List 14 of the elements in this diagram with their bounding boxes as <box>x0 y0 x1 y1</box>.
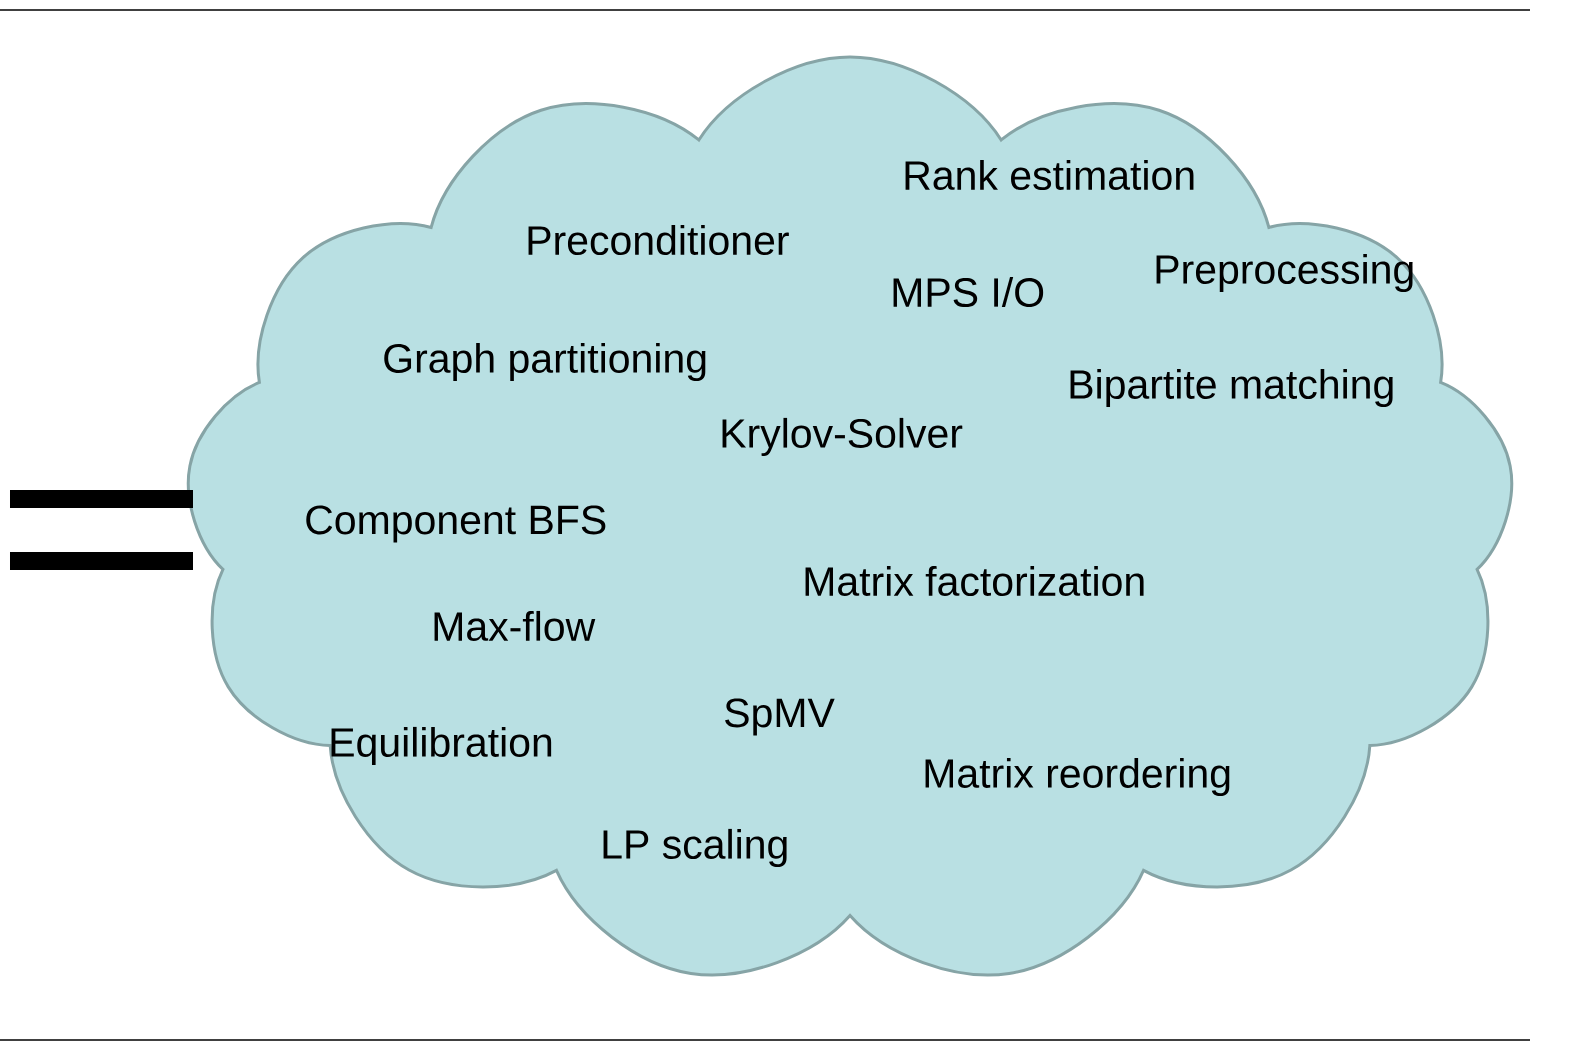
term-label: Krylov-Solver <box>722 417 963 457</box>
term-label: LP scaling <box>603 828 787 868</box>
term-label: Matrix reordering <box>925 757 1230 797</box>
term-label: Equilibration <box>331 726 552 766</box>
term-label: Graph partitioning <box>384 342 706 382</box>
term-label: Bipartite matching <box>1070 368 1393 408</box>
term-label: Matrix factorization <box>805 565 1144 597</box>
term-label: SpMV <box>725 698 835 736</box>
term-label: Component BFS <box>306 505 606 543</box>
term-label: MPS I/O <box>893 276 1044 308</box>
term-label: Preconditioner <box>528 224 789 256</box>
term-label: Max-flow <box>434 610 596 642</box>
term-label: Preprocessing <box>1156 253 1413 293</box>
term-label: Rank estimation <box>905 159 1194 191</box>
